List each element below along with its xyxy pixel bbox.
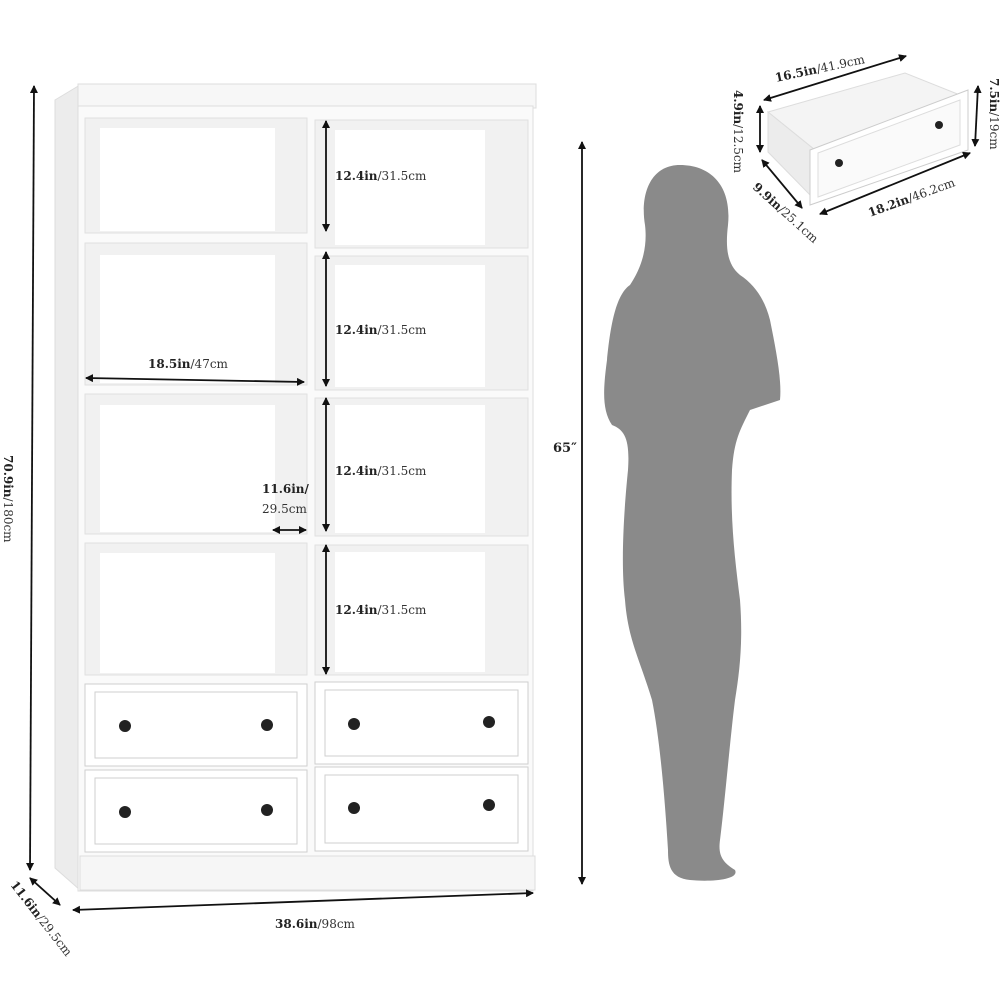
shelf-depth-label-cm: 29.5cm: [262, 502, 307, 516]
shelf-width-label: 18.5in/47cm: [148, 357, 229, 371]
drawer-inner-height-label: 4.9in/12.5cm: [731, 90, 745, 174]
person-height-label: 65″: [553, 441, 577, 456]
shelf-height-label-2: 12.4in/31.5cm: [335, 323, 427, 337]
total-width-label: 38.6in/98cm: [275, 917, 356, 931]
drawer-outer-width-label: 18.2in/46.2cm: [866, 175, 957, 220]
total-height-label: 70.9in/180cm: [1, 455, 15, 543]
bookcase: [54, 83, 537, 892]
shelf-height-label-1: 12.4in/31.5cm: [335, 169, 427, 183]
shelf-height-label-4: 12.4in/31.5cm: [335, 603, 427, 617]
drawer-front-height-label: 7.5in/19cm: [987, 78, 1000, 150]
knob-icons: [119, 716, 495, 818]
total-depth-label: 11.6in/29.5cm: [8, 878, 76, 959]
drawer-inner-width-label: 16.5in/41.9cm: [774, 52, 867, 85]
person-silhouette: [604, 165, 781, 881]
shelf-depth-label-in: 11.6in/: [262, 482, 310, 496]
shelf-height-label-3: 12.4in/31.5cm: [335, 464, 427, 478]
